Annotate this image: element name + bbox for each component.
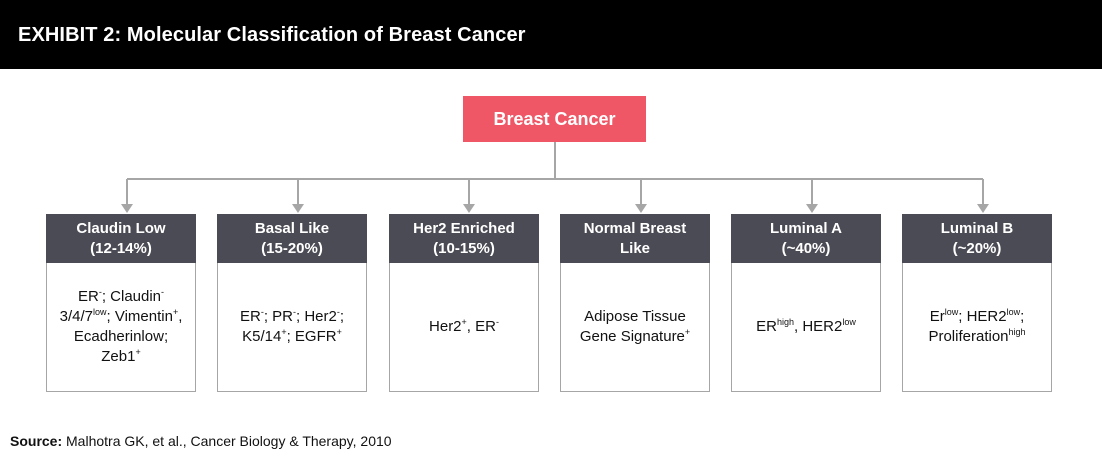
marker-text: ER-; Claudin- 3/4/7low; Vimentin+, Ecadh…: [53, 287, 189, 367]
category-markers: ER-; Claudin- 3/4/7low; Vimentin+, Ecadh…: [46, 263, 196, 392]
marker-text: Erlow; HER2low; Proliferationhigh: [909, 307, 1045, 347]
marker-superscript: -: [260, 307, 264, 317]
category-header: Claudin Low (12-14%): [46, 214, 196, 263]
category-name: Basal Like: [254, 219, 330, 237]
root-node-breast-cancer: Breast Cancer: [463, 96, 646, 142]
marker-text: ER-; PR-; Her2-; K5/14+; EGFR+: [224, 307, 360, 347]
source-label: Source:: [10, 433, 63, 449]
marker-run: 3/4/7: [59, 308, 93, 325]
marker-run: ; PR: [263, 308, 293, 325]
marker-text: ERhigh, HER2low: [756, 317, 856, 337]
arrowhead-4: [635, 204, 647, 213]
category-name: Her2 Enriched: [413, 219, 515, 237]
exhibit-title: EXHIBIT 2: Molecular Classification of B…: [18, 24, 526, 46]
marker-superscript: +: [336, 327, 342, 337]
category-name: Luminal B: [940, 219, 1014, 237]
category-share: Like: [619, 239, 650, 257]
category-luminal-a: Luminal A (~40%) ERhigh, HER2low: [731, 214, 881, 392]
marker-superscript: low: [944, 307, 959, 317]
marker-run: ; Her2: [296, 308, 337, 325]
category-name: Luminal A: [770, 219, 842, 237]
marker-run: ER: [77, 288, 99, 305]
marker-text: Adipose Tissue Gene Signature+: [567, 307, 703, 347]
marker-run: ; Proliferation: [928, 308, 1025, 345]
marker-run: ; Vimentin: [106, 308, 173, 325]
marker-run: , Ecadherinlow; Zeb1: [73, 308, 183, 365]
category-her2-enriched: Her2 Enriched (10-15%) Her2+, ER-: [389, 214, 539, 392]
marker-superscript: +: [281, 327, 287, 337]
category-markers: Erlow; HER2low; Proliferationhigh: [902, 263, 1052, 392]
marker-run: , ER: [466, 318, 496, 335]
arrowhead-1: [121, 204, 133, 213]
marker-superscript: +: [135, 347, 141, 357]
category-header: Luminal B (~20%): [902, 214, 1052, 263]
category-basal-like: Basal Like (15-20%) ER-; PR-; Her2-; K5/…: [217, 214, 367, 392]
marker-run: ; K5/14: [242, 308, 345, 345]
category-header: Luminal A (~40%): [731, 214, 881, 263]
category-markers: Her2+, ER-: [389, 263, 539, 392]
marker-superscript: high: [776, 317, 794, 327]
category-header: Her2 Enriched (10-15%): [389, 214, 539, 263]
marker-run: ER: [756, 318, 777, 335]
marker-superscript: +: [684, 327, 691, 337]
category-normal-breast-like: Normal Breast Like Adipose Tissue Gene S…: [560, 214, 710, 392]
category-header: Normal Breast Like: [560, 214, 710, 263]
category-share: (10-15%): [433, 239, 495, 257]
marker-superscript: +: [172, 307, 179, 317]
arrowhead-3: [463, 204, 475, 213]
arrowhead-5: [806, 204, 818, 213]
category-share: (15-20%): [261, 239, 323, 257]
category-share: (12-14%): [90, 239, 152, 257]
marker-superscript: low: [1006, 307, 1021, 317]
marker-run: Adipose Tissue Gene Signature: [579, 308, 686, 345]
marker-run: ; EGFR: [286, 328, 337, 345]
arrowhead-6: [977, 204, 989, 213]
marker-text: Her2+, ER-: [429, 317, 499, 337]
marker-superscript: -: [161, 287, 165, 297]
marker-superscript: -: [495, 317, 499, 327]
marker-run: , HER2: [793, 318, 843, 335]
source-note: Source: Malhotra GK, et al., Cancer Biol…: [10, 433, 392, 449]
exhibit-header: EXHIBIT 2: Molecular Classification of B…: [0, 0, 1102, 69]
category-share: (~20%): [952, 239, 1002, 257]
marker-run: ER: [239, 308, 261, 325]
category-markers: ERhigh, HER2low: [731, 263, 881, 392]
category-markers: ER-; PR-; Her2-; K5/14+; EGFR+: [217, 263, 367, 392]
category-header: Basal Like (15-20%): [217, 214, 367, 263]
marker-superscript: low: [92, 307, 107, 317]
category-markers: Adipose Tissue Gene Signature+: [560, 263, 710, 392]
category-name: Normal Breast: [583, 219, 687, 237]
category-claudin-low: Claudin Low (12-14%) ER-; Claudin- 3/4/7…: [46, 214, 196, 392]
category-luminal-b: Luminal B (~20%) Erlow; HER2low; Prolife…: [902, 214, 1052, 392]
marker-run: ; Claudin: [101, 288, 162, 305]
marker-run: ; HER2: [958, 308, 1007, 325]
category-name: Claudin Low: [76, 219, 166, 237]
marker-superscript: low: [842, 317, 856, 327]
source-citation: Malhotra GK, et al., Cancer Biology & Th…: [62, 433, 392, 449]
marker-superscript: -: [293, 307, 296, 317]
marker-superscript: high: [1008, 327, 1026, 337]
arrowhead-2: [292, 204, 304, 213]
marker-run: Er: [929, 308, 945, 325]
category-share: (~40%): [781, 239, 831, 257]
marker-superscript: -: [98, 287, 102, 297]
marker-run: Her2: [429, 318, 462, 335]
marker-superscript: -: [336, 307, 340, 317]
marker-superscript: +: [461, 317, 467, 327]
